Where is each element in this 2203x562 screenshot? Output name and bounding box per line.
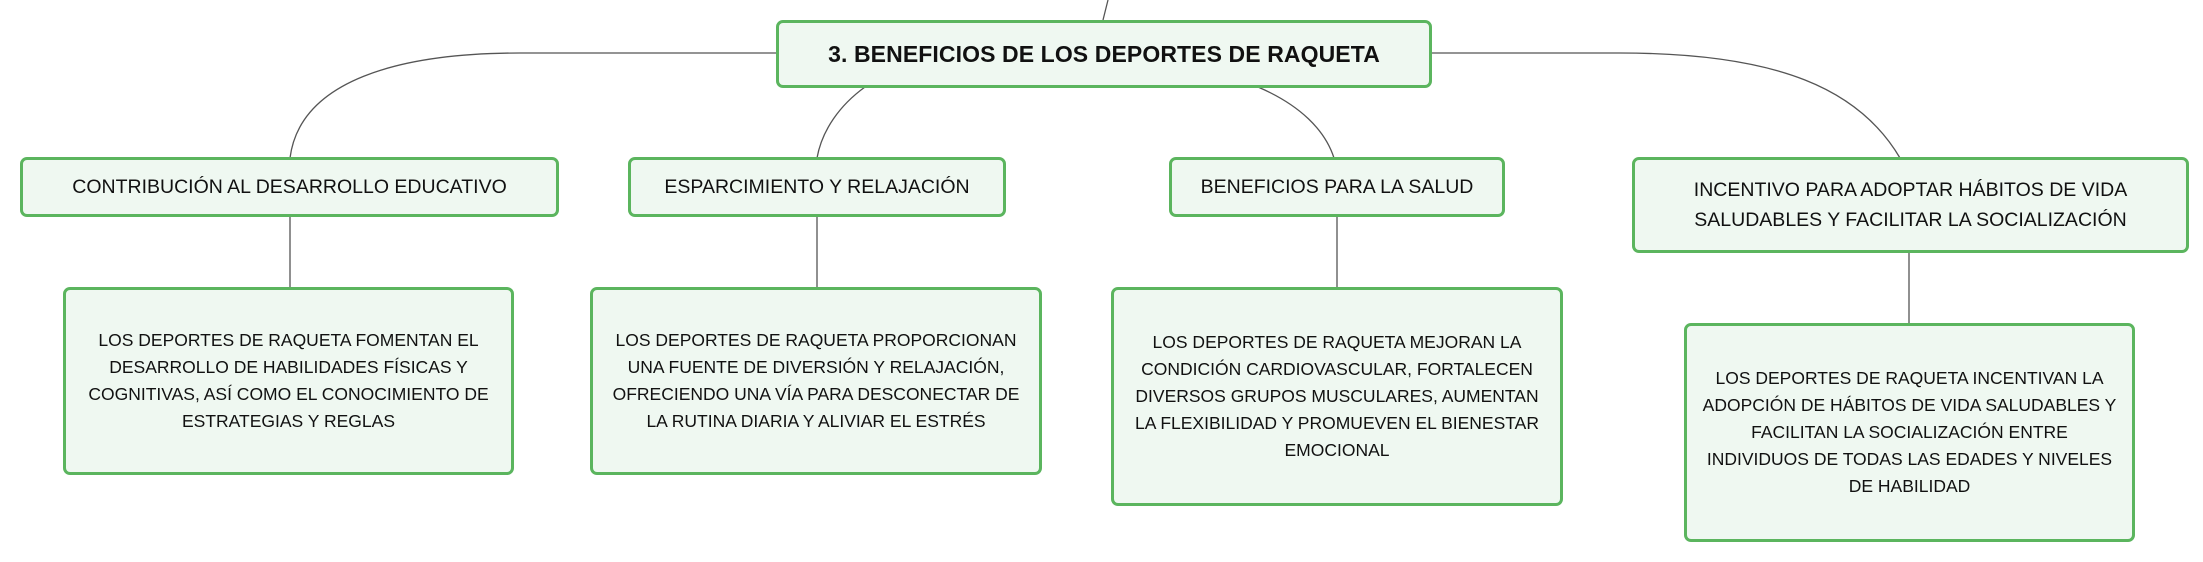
branch-node-3[interactable]: BENEFICIOS PARA LA SALUD <box>1169 157 1505 217</box>
detail-node-3[interactable]: LOS DEPORTES DE RAQUETA MEJORAN LA CONDI… <box>1111 287 1563 506</box>
detail-text: LOS DEPORTES DE RAQUETA PROPORCIONAN UNA… <box>612 330 1020 431</box>
branch-label: BENEFICIOS PARA LA SALUD <box>1200 176 1474 198</box>
detail-node-2[interactable]: LOS DEPORTES DE RAQUETA PROPORCIONAN UNA… <box>590 287 1042 475</box>
connector-root-branch-3 <box>1257 86 1335 159</box>
detail-text: LOS DEPORTES DE RAQUETA INCENTIVAN LA AD… <box>1702 368 2117 496</box>
branch-node-4[interactable]: INCENTIVO PARA ADOPTAR HÁBITOS DE VIDA S… <box>1632 157 2189 253</box>
detail-text: LOS DEPORTES DE RAQUETA MEJORAN LA CONDI… <box>1135 332 1539 460</box>
branch-label: CONTRIBUCIÓN AL DESARROLLO EDUCATIVO <box>72 176 507 198</box>
detail-text: LOS DEPORTES DE RAQUETA FOMENTAN EL DESA… <box>88 330 489 431</box>
branch-node-2[interactable]: ESPARCIMIENTO Y RELAJACIÓN <box>628 157 1006 217</box>
branch-node-1[interactable]: CONTRIBUCIÓN AL DESARROLLO EDUCATIVO <box>20 157 559 217</box>
branch-label: INCENTIVO PARA ADOPTAR HÁBITOS DE VIDA S… <box>1693 179 2128 231</box>
connector-root-branch-1 <box>289 52 776 159</box>
detail-node-1[interactable]: LOS DEPORTES DE RAQUETA FOMENTAN EL DESA… <box>63 287 514 475</box>
connector-root-branch-4 <box>1432 52 1901 159</box>
connector-incoming <box>1102 0 1109 21</box>
branch-label: ESPARCIMIENTO Y RELAJACIÓN <box>664 176 970 198</box>
detail-node-4[interactable]: LOS DEPORTES DE RAQUETA INCENTIVAN LA AD… <box>1684 323 2135 542</box>
root-node[interactable]: 3. BENEFICIOS DE LOS DEPORTES DE RAQUETA <box>776 20 1432 88</box>
root-label: 3. BENEFICIOS DE LOS DEPORTES DE RAQUETA <box>828 40 1380 67</box>
connector-root-branch-2 <box>816 86 866 159</box>
